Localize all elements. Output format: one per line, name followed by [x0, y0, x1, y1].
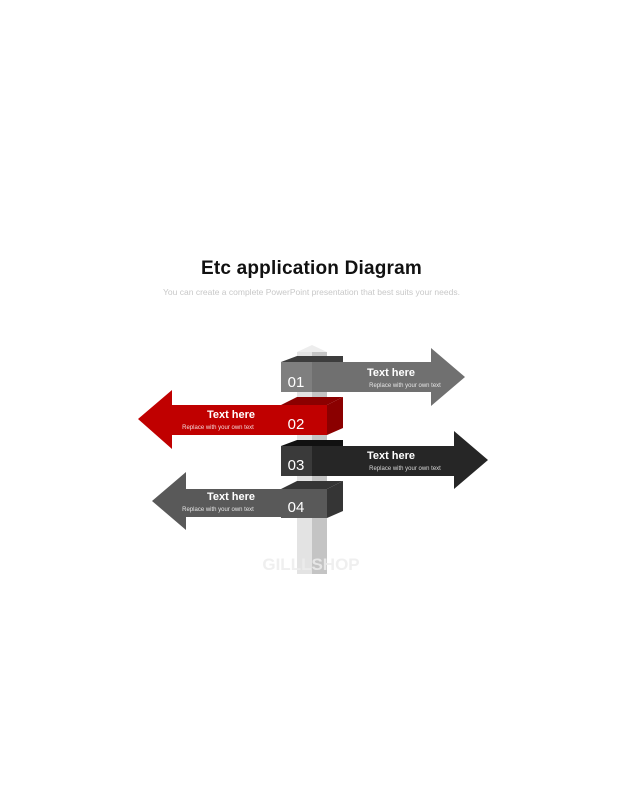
- sign-text: Replace with your own text: [182, 425, 254, 431]
- sign-heading: Text here: [367, 450, 415, 462]
- watermark-text: GILLLSHOP: [262, 555, 359, 574]
- sign-heading: Text here: [367, 367, 415, 379]
- sign-heading: Text here: [207, 491, 255, 503]
- sign-number: 02: [288, 416, 305, 433]
- page-title: Etc application Diagram: [200, 258, 423, 279]
- sign-03: 03 Text here Replace with your own text: [281, 431, 488, 489]
- sign-text: Replace with your own text: [182, 507, 254, 513]
- page-subtitle: You can create a complete PowerPoint pre…: [163, 287, 460, 297]
- arrow-right-01: [312, 348, 465, 406]
- sign-text: Replace with your own text: [369, 383, 441, 389]
- sign-heading: Text here: [207, 409, 255, 421]
- sign-04: 04 Text here Replace with your own text: [152, 472, 343, 530]
- arrow-left-04: [152, 472, 312, 530]
- sign-01: 01 Text here Replace with your own text: [281, 348, 465, 406]
- arrow-right-03: [312, 431, 488, 489]
- sign-number: 04: [288, 499, 305, 516]
- sign-number: 03: [288, 457, 305, 474]
- sign-text: Replace with your own text: [369, 466, 441, 472]
- sign-number: 01: [288, 374, 305, 391]
- sign-02: 02 Text here Replace with your own text: [138, 390, 343, 449]
- arrow-left-02: [138, 390, 312, 449]
